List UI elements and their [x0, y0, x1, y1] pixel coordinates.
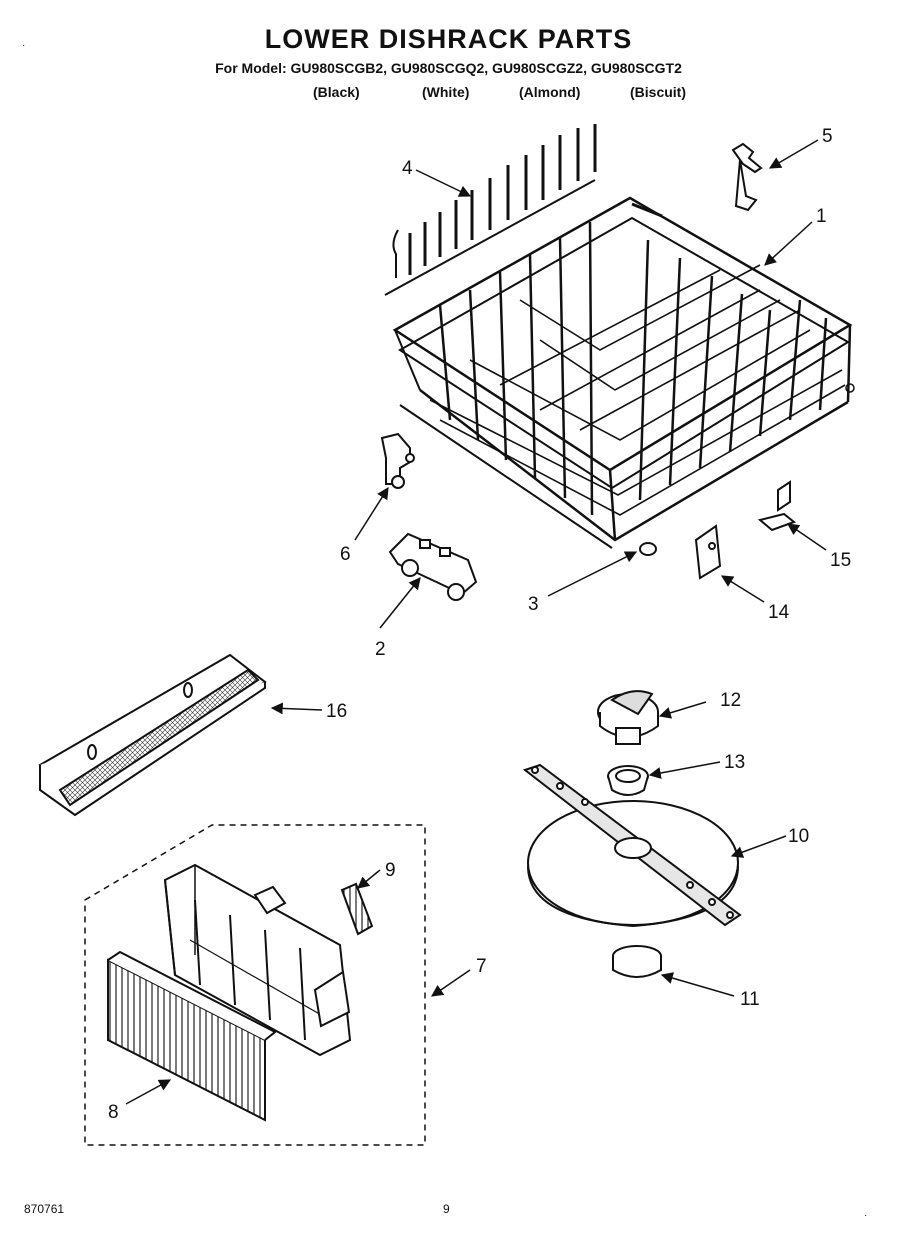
corner-mark: ·	[22, 40, 26, 51]
color-biscuit: (Biscuit)	[630, 84, 686, 100]
basket-clip-part-9	[340, 882, 374, 936]
roller-assembly-part-2	[388, 532, 478, 601]
callout-3: 3	[528, 594, 539, 615]
callout-5: 5	[822, 126, 833, 147]
roller-bracket-part-6	[380, 432, 415, 489]
bumper-part-3	[639, 542, 657, 556]
leader-arrows	[125, 139, 827, 1105]
color-black: (Black)	[313, 84, 360, 100]
color-white: (White)	[422, 84, 470, 100]
spray-arm-part-10	[522, 763, 742, 928]
callout-16: 16	[326, 701, 347, 722]
callout-15: 15	[830, 550, 851, 571]
callout-7: 7	[476, 956, 487, 977]
callout-9: 9	[385, 860, 396, 881]
basket-panel-part-8	[107, 950, 277, 1122]
color-almond: (Almond)	[519, 84, 581, 100]
clip-part-15	[757, 480, 797, 532]
clip-part-5	[731, 142, 763, 212]
callout-10: 10	[788, 826, 809, 847]
callout-11: 11	[740, 989, 760, 1010]
bracket-part-14	[694, 524, 722, 580]
tine-row-part-4	[384, 124, 597, 296]
cap-part-12	[597, 690, 659, 745]
callout-6: 6	[340, 544, 351, 565]
callout-2: 2	[375, 639, 386, 660]
basket-part-16	[38, 653, 267, 817]
corner-mark: ·	[864, 1210, 868, 1221]
silverware-basket-part-7	[84, 824, 426, 1146]
model-numbers: For Model: GU980SCGB2, GU980SCGQ2, GU980…	[215, 60, 682, 76]
callout-4: 4	[402, 158, 413, 179]
callout-8: 8	[108, 1102, 119, 1123]
nut-part-11	[612, 945, 662, 978]
callout-12: 12	[720, 690, 741, 711]
callout-13: 13	[724, 752, 745, 773]
page-number: 9	[443, 1202, 450, 1216]
seal-part-13	[607, 765, 649, 796]
document-number: 870761	[24, 1202, 65, 1216]
callout-14: 14	[768, 602, 790, 623]
page-title: LOWER DISHRACK PARTS	[264, 24, 633, 54]
callout-1: 1	[816, 206, 827, 227]
dishrack-part-1	[392, 196, 855, 549]
